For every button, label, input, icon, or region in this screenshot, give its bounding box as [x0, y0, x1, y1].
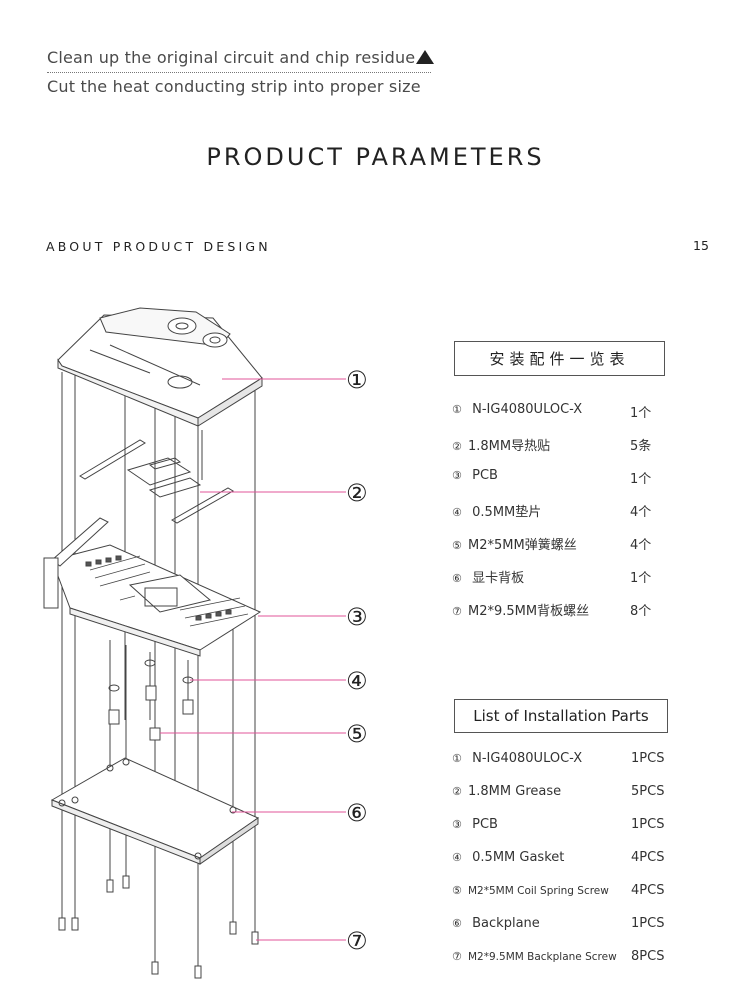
dotted-divider: [47, 72, 431, 73]
callout-6: ⑥: [346, 799, 368, 827]
page-number: 15: [693, 238, 709, 253]
callout-7: ⑦: [346, 927, 368, 955]
parts-list-en-title: List of Installation Parts: [454, 699, 668, 733]
instruction-line-2: Cut the heat conducting strip into prope…: [47, 77, 421, 96]
instruction-text-1: Clean up the original circuit and chip r…: [47, 48, 416, 67]
callout-2: ②: [346, 479, 368, 507]
section-title: ABOUT PRODUCT DESIGN: [46, 239, 271, 254]
instruction-line-1: Clean up the original circuit and chip r…: [47, 48, 435, 67]
callout-3: ③: [346, 603, 368, 631]
parts-list-cn-title: 安装配件一览表: [454, 341, 665, 376]
page-title: PRODUCT PARAMETERS: [206, 143, 545, 171]
callout-5: ⑤: [346, 720, 368, 748]
callout-1: ①: [346, 366, 368, 394]
callout-4: ④: [346, 667, 368, 695]
triangle-icon: [416, 50, 435, 64]
